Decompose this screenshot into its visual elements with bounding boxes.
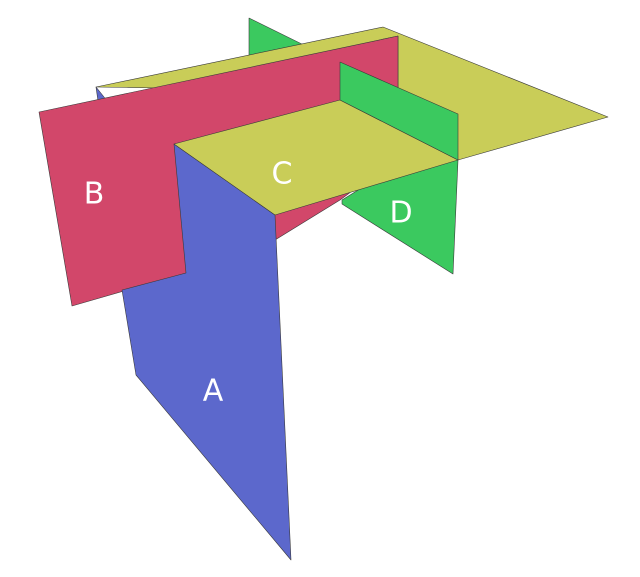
plane-d-label: D [389,196,412,231]
plane-d-upper-front [339,61,459,161]
plane-b-label: B [84,177,105,212]
plane-a-label: A [203,374,224,409]
plane-c-label: C [272,157,293,192]
